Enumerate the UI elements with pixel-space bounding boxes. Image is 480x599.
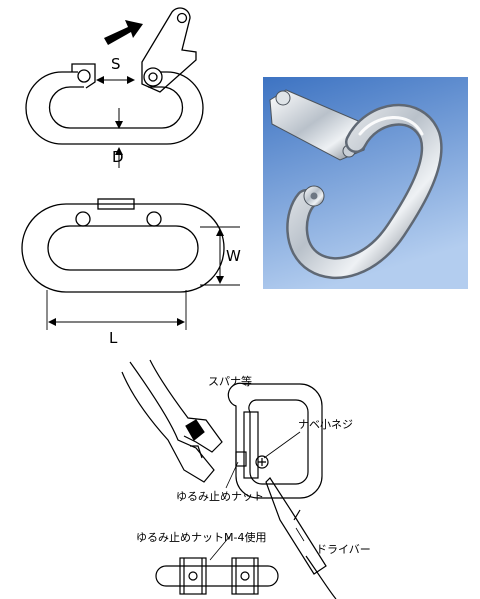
- product-photo: [263, 77, 468, 289]
- label-w: W: [226, 247, 241, 265]
- label-lock-nut-m4: ゆるみ止めナットM-4使用: [136, 531, 266, 544]
- open-direction-arrow: [104, 20, 143, 45]
- label-screwdriver: ドライバー: [316, 543, 371, 556]
- middle-link-drawing: [21, 198, 240, 330]
- top-link-drawing: [25, 7, 204, 168]
- label-s: S: [111, 55, 121, 73]
- label-pan-screw: ナベ小ネジ: [298, 418, 353, 431]
- label-l: L: [109, 329, 118, 347]
- label-d: D: [112, 148, 124, 166]
- label-lock-nut: ゆるみ止めナット: [176, 490, 264, 503]
- label-wrench: スパナ等: [208, 374, 252, 388]
- assembly-drawing: [121, 359, 337, 599]
